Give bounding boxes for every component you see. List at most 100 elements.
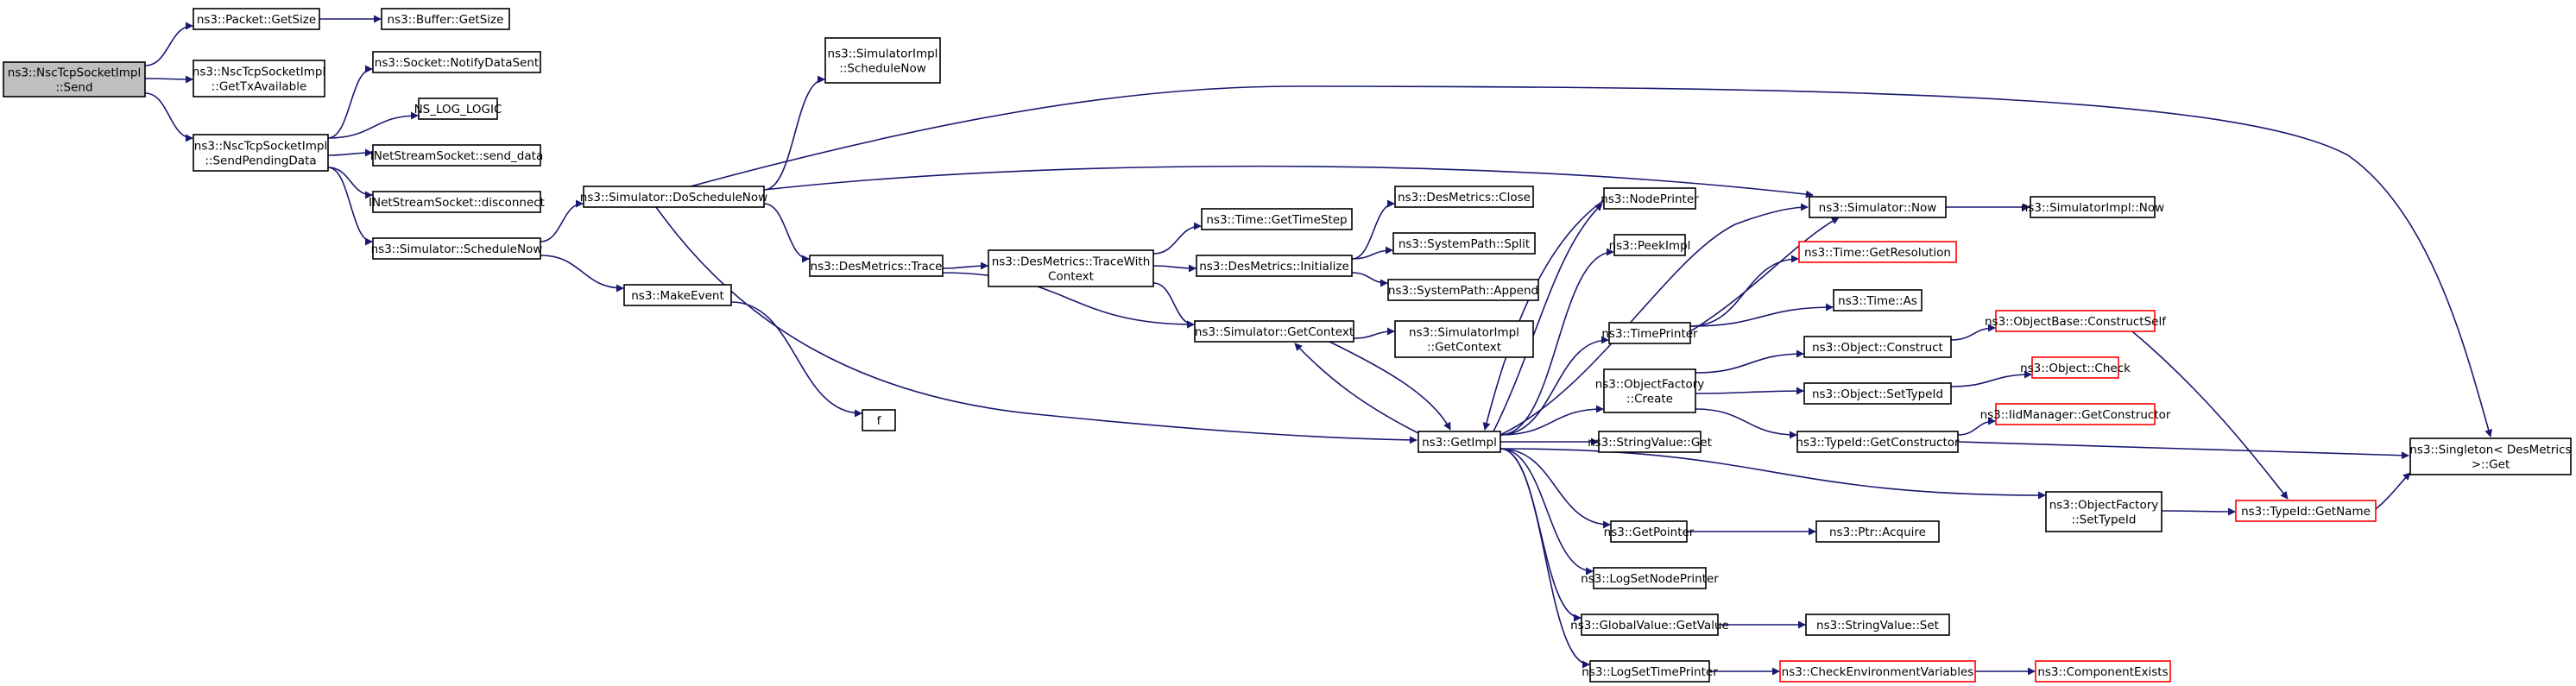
node-f[interactable]: f — [862, 409, 896, 431]
node-label: ns3::GlobalValue::GetValue — [1570, 619, 1729, 633]
node-box — [809, 255, 944, 277]
node-box — [1610, 520, 1688, 543]
edges-layer — [144, 15, 2493, 676]
node-label: ns3::TypeId::GetConstructor — [1796, 436, 1960, 450]
node-stringvalue-set[interactable]: ns3::StringValue::Set — [1805, 614, 1950, 636]
node-label: ns3::Object::SetTypeId — [1812, 387, 1943, 401]
node-label: ns3::PeekImpl — [1609, 239, 1691, 253]
node-logsetnodeprinter[interactable]: ns3::LogSetNodePrinter — [1581, 567, 1719, 589]
node-simimpl-schednow[interactable]: ns3::SimulatorImpl::ScheduleNow — [824, 37, 941, 84]
node-senddata[interactable]: INetStreamSocket::send_data — [370, 144, 543, 167]
node-box — [623, 284, 732, 306]
node-simimpl-getctx[interactable]: ns3::SimulatorImpl::GetContext — [1394, 320, 1534, 358]
node-path-append[interactable]: ns3::SystemPath::Append — [1387, 279, 1539, 301]
node-time-as[interactable]: ns3::Time::As — [1833, 289, 1923, 312]
edge-timeprinter-to-time-as — [1689, 303, 1834, 327]
node-label: >::Get — [2472, 458, 2510, 472]
node-makeevent[interactable]: ns3::MakeEvent — [623, 284, 732, 306]
node-des-trace[interactable]: ns3::DesMetrics::Trace — [809, 255, 944, 277]
node-sendpending[interactable]: ns3::NscTcpSocketImpl::SendPendingData — [193, 134, 329, 172]
node-box — [1589, 660, 1710, 683]
edge-objfactory-create-to-typeid-getctor — [1695, 408, 1797, 439]
node-peekimpl[interactable]: ns3::PeekImpl — [1609, 234, 1691, 256]
node-label: ns3::MakeEvent — [631, 289, 724, 303]
node-simimpl-now[interactable]: ns3::SimulatorImpl::Now — [2021, 196, 2164, 218]
node-stringvalue-get[interactable]: ns3::StringValue::Get — [1588, 431, 1712, 453]
node-box — [1194, 320, 1354, 343]
node-path-split[interactable]: ns3::SystemPath::Split — [1392, 232, 1536, 255]
node-schednow[interactable]: ns3::Simulator::ScheduleNow — [371, 237, 543, 260]
node-label: ns3::Time::As — [1838, 294, 1917, 308]
node-label: INetStreamSocket::disconnect — [369, 196, 545, 210]
node-label: ns3::ObjectBase::ConstructSelf — [1985, 315, 2167, 329]
node-notifysent[interactable]: ns3::Socket::NotifyDataSent — [372, 51, 541, 73]
edge-sendpending-to-notifysent — [327, 65, 373, 139]
node-box — [1387, 279, 1539, 301]
node-des-init[interactable]: ns3::DesMetrics::Initialize — [1196, 255, 1353, 277]
node-label: ns3::Packet::GetSize — [197, 13, 316, 27]
node-label: ns3::TypeId::GetName — [2241, 505, 2371, 519]
node-sim-now[interactable]: ns3::Simulator::Now — [1809, 196, 1947, 218]
node-send[interactable]: ns3::NscTcpSocketImpl::Send — [3, 61, 146, 98]
edge-getimpl-to-logsetnodeprinter — [1500, 448, 1594, 576]
node-box — [2235, 500, 2377, 522]
node-objbase-constructself[interactable]: ns3::ObjectBase::ConstructSelf — [1985, 310, 2167, 332]
node-label: ns3::NscTcpSocketImpl — [8, 66, 141, 80]
node-box — [2045, 491, 2162, 532]
node-nodeprinter[interactable]: ns3::NodePrinter — [1601, 187, 1699, 210]
node-compexists[interactable]: ns3::ComponentExists — [2035, 660, 2171, 683]
node-doschednow[interactable]: ns3::Simulator::DoScheduleNow — [580, 186, 767, 208]
node-iidmgr-getctor[interactable]: ns3::IidManager::GetConstructor — [1980, 403, 2171, 425]
node-sim-getctx[interactable]: ns3::Simulator::GetContext — [1194, 320, 1354, 343]
node-time-getres[interactable]: ns3::Time::GetResolution — [1798, 241, 1957, 263]
node-nslog[interactable]: NS_LOG_LOGIC — [414, 98, 502, 120]
node-ptr-acquire[interactable]: ns3::Ptr::Acquire — [1815, 520, 1940, 543]
node-box — [1603, 187, 1696, 210]
node-typeid-getctor[interactable]: ns3::TypeId::GetConstructor — [1796, 431, 1960, 453]
node-box — [1201, 208, 1353, 230]
node-box — [1593, 567, 1707, 589]
node-typeid-getname[interactable]: ns3::TypeId::GetName — [2235, 500, 2377, 522]
node-checkenv[interactable]: ns3::CheckEnvironmentVariables — [1779, 660, 1976, 683]
node-label: ns3::DesMetrics::TraceWith — [992, 255, 1151, 269]
node-time-gettimestep[interactable]: ns3::Time::GetTimeStep — [1201, 208, 1353, 230]
node-objfactory-create[interactable]: ns3::ObjectFactory::Create — [1595, 368, 1705, 413]
edge-obj-settypeid-to-obj-check — [1950, 370, 2032, 387]
node-obj-check[interactable]: ns3::Object::Check — [2020, 356, 2131, 379]
edge-timeprinter-to-time-getres — [1689, 255, 1799, 327]
node-gettxavail[interactable]: ns3::NscTcpSocketImpl::GetTxAvailable — [193, 60, 325, 98]
node-obj-settypeid[interactable]: ns3::Object::SetTypeId — [1803, 382, 1952, 405]
node-box — [1598, 431, 1702, 453]
node-logsettimeprinter[interactable]: ns3::LogSetTimePrinter — [1582, 660, 1718, 683]
node-des-close[interactable]: ns3::DesMetrics::Close — [1394, 186, 1534, 208]
node-globalvalue-getvalue[interactable]: ns3::GlobalValue::GetValue — [1570, 614, 1729, 636]
node-label: ns3::DesMetrics::Trace — [811, 260, 943, 274]
edge-doschednow-to-singleton-get — [690, 85, 2493, 437]
node-disconnect[interactable]: INetStreamSocket::disconnect — [369, 191, 545, 213]
node-obj-construct[interactable]: ns3::Object::Construct — [1803, 336, 1952, 358]
node-box — [824, 37, 941, 84]
node-box — [1815, 520, 1940, 543]
edge-sim-getctx-to-simimpl-getctx — [1353, 327, 1395, 339]
node-box — [1805, 614, 1950, 636]
node-box — [1796, 431, 1959, 453]
node-pkt-getsize[interactable]: ns3::Packet::GetSize — [193, 8, 320, 30]
node-buf-getsize[interactable]: ns3::Buffer::GetSize — [381, 8, 510, 30]
node-box — [193, 60, 325, 98]
node-getimpl[interactable]: ns3::GetImpl — [1417, 431, 1501, 453]
edge-doschednow-to-sim-now — [763, 165, 1814, 198]
node-box — [1394, 320, 1534, 358]
node-timeprinter[interactable]: ns3::TimePrinter — [1601, 322, 1698, 344]
node-box — [418, 98, 498, 120]
node-getpointer[interactable]: ns3::GetPointer — [1604, 520, 1695, 543]
node-singleton-get[interactable]: ns3::Singleton< DesMetrics >::Get — [2409, 437, 2572, 475]
node-label: ns3::Ptr::Acquire — [1829, 526, 1926, 539]
node-box — [1995, 310, 2156, 332]
node-objfactory-settypeid[interactable]: ns3::ObjectFactory::SetTypeId — [2045, 491, 2162, 532]
node-label: ns3::ObjectFactory — [2049, 499, 2159, 513]
node-label: ns3::TimePrinter — [1601, 327, 1698, 341]
edge-sendpending-to-senddata — [327, 148, 373, 157]
edge-getimpl-to-sim-getctx — [1294, 343, 1419, 434]
